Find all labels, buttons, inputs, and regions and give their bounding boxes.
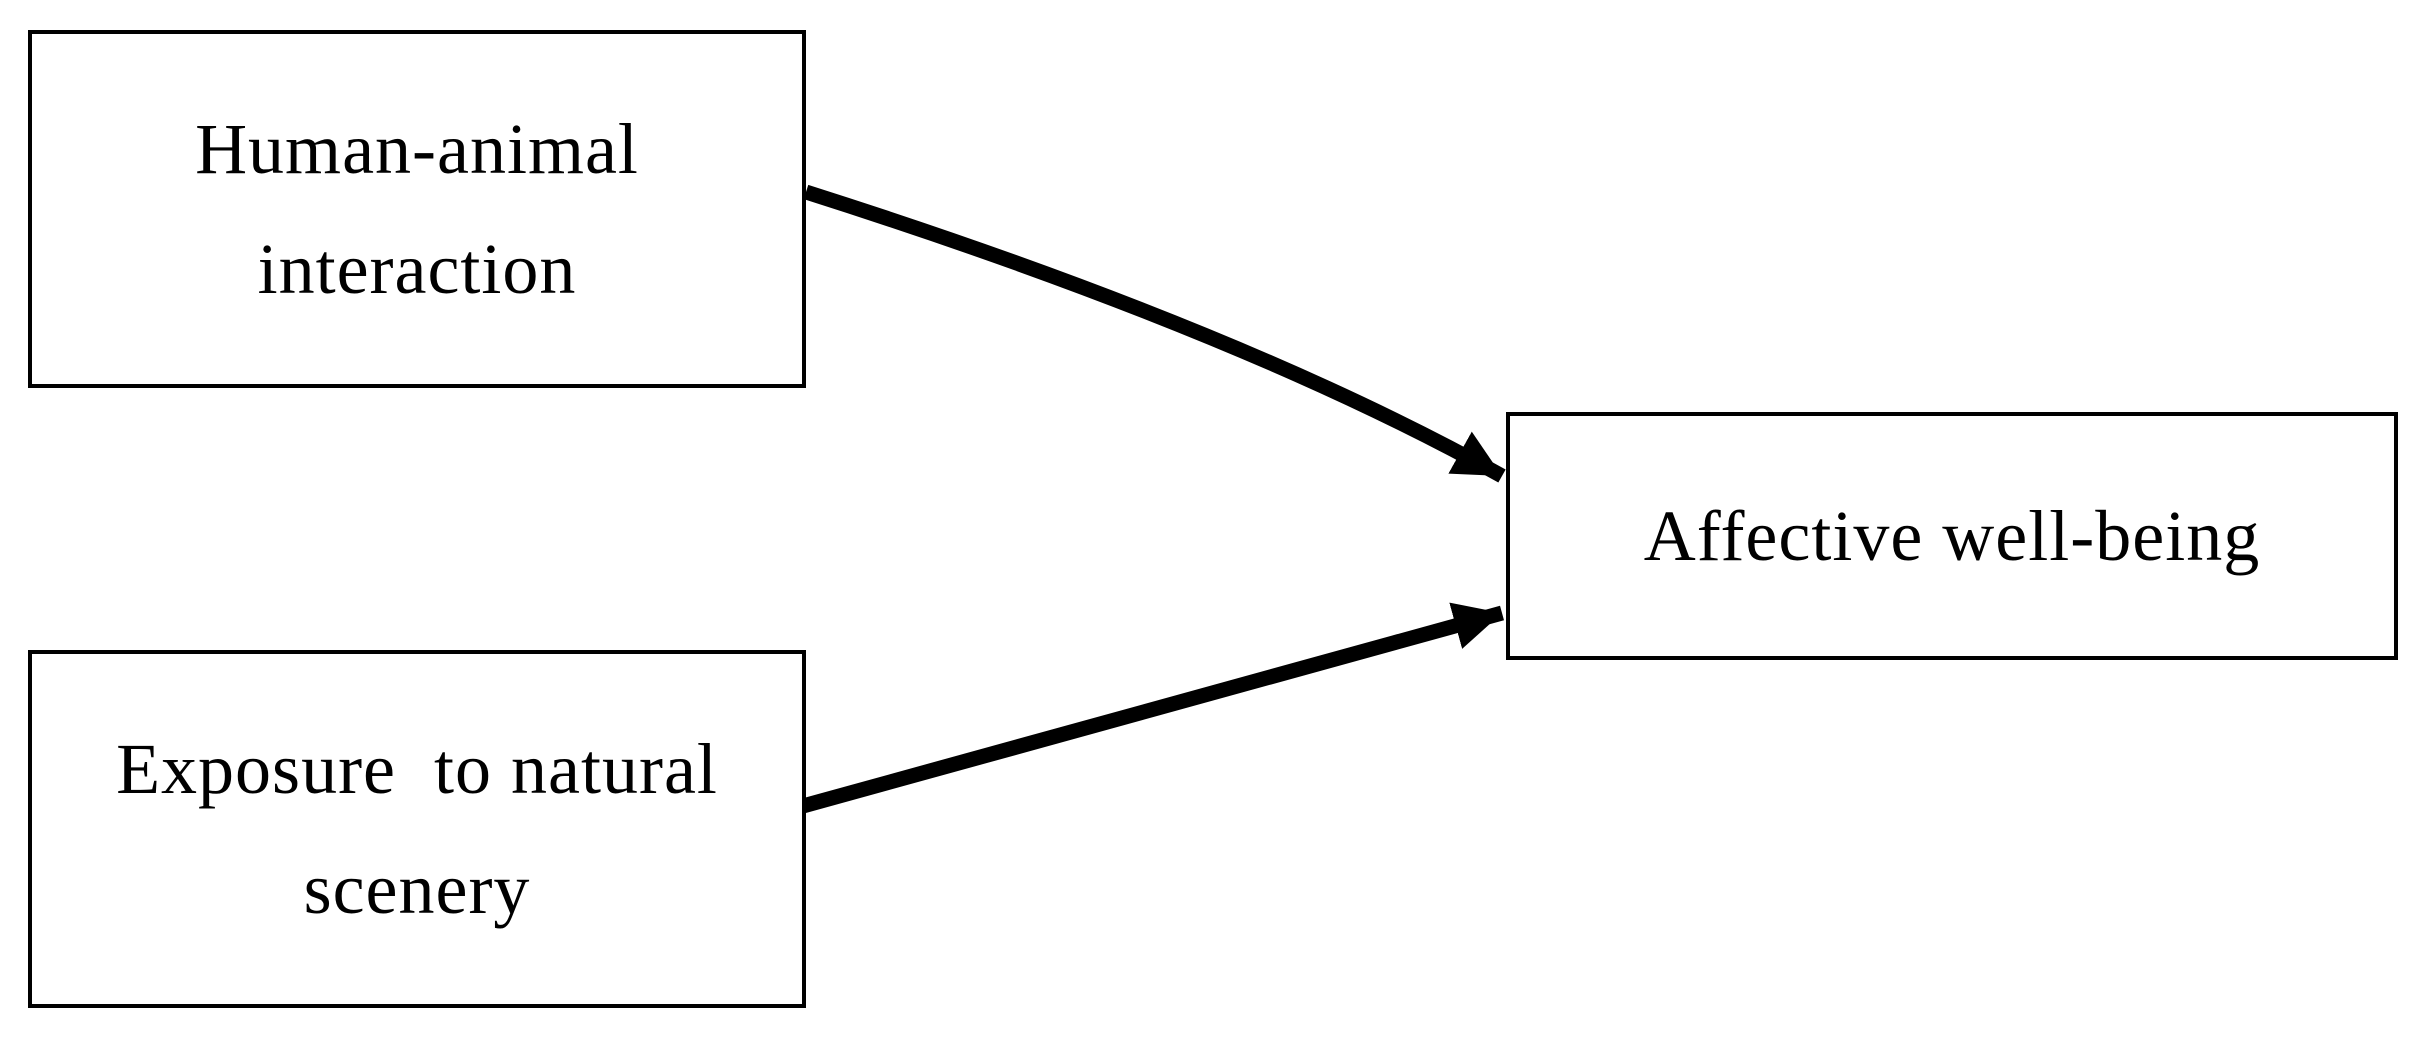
node-label-line: Affective well-being bbox=[1643, 496, 2261, 576]
edge-natural-scenery-to-affective-arrow bbox=[801, 602, 1504, 814]
node-label-line: scenery bbox=[303, 849, 531, 929]
node-affective-well-being: Affective well-being bbox=[1506, 412, 2398, 660]
node-label-line: Exposure to natural bbox=[116, 729, 718, 809]
node-human-animal-interaction: Human-animal interaction bbox=[28, 30, 806, 388]
node-exposure-to-natural-scenery: Exposure to natural scenery bbox=[28, 650, 806, 1008]
node-label-line: interaction bbox=[257, 229, 577, 309]
node-label-line: Human-animal bbox=[195, 109, 639, 189]
edge-human-animal-to-affective-arrow bbox=[803, 184, 1506, 483]
